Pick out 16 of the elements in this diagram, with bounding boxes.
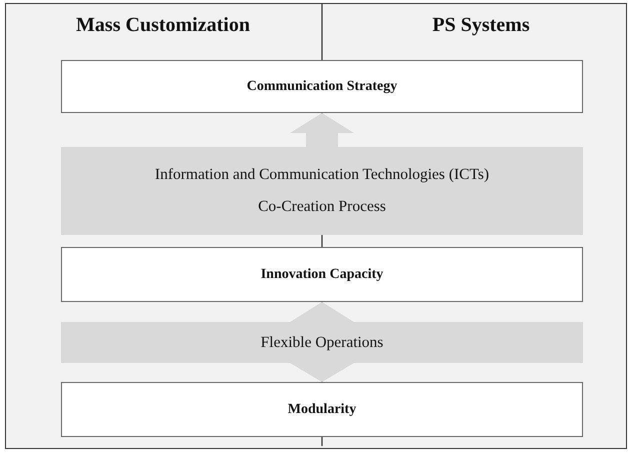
node-text: Flexible Operations <box>260 334 384 352</box>
block-arrow <box>290 302 354 322</box>
level-box <box>61 60 583 113</box>
block-arrow <box>290 363 354 382</box>
factor-band <box>61 322 583 363</box>
node-text: Communication Strategy <box>246 78 398 94</box>
factor-band <box>61 147 583 235</box>
block-arrow <box>290 113 354 147</box>
node-text: Innovation Capacity <box>260 266 384 282</box>
level-box <box>61 382 583 437</box>
column-heading: Mass Customization <box>76 14 250 37</box>
node-text: Modularity <box>288 402 356 418</box>
node-text: Co-Creation Process <box>258 198 386 216</box>
column-heading: PS Systems <box>432 14 530 37</box>
level-box <box>61 247 583 302</box>
node-text: Information and Communication Technologies (ICTs) <box>154 166 490 184</box>
